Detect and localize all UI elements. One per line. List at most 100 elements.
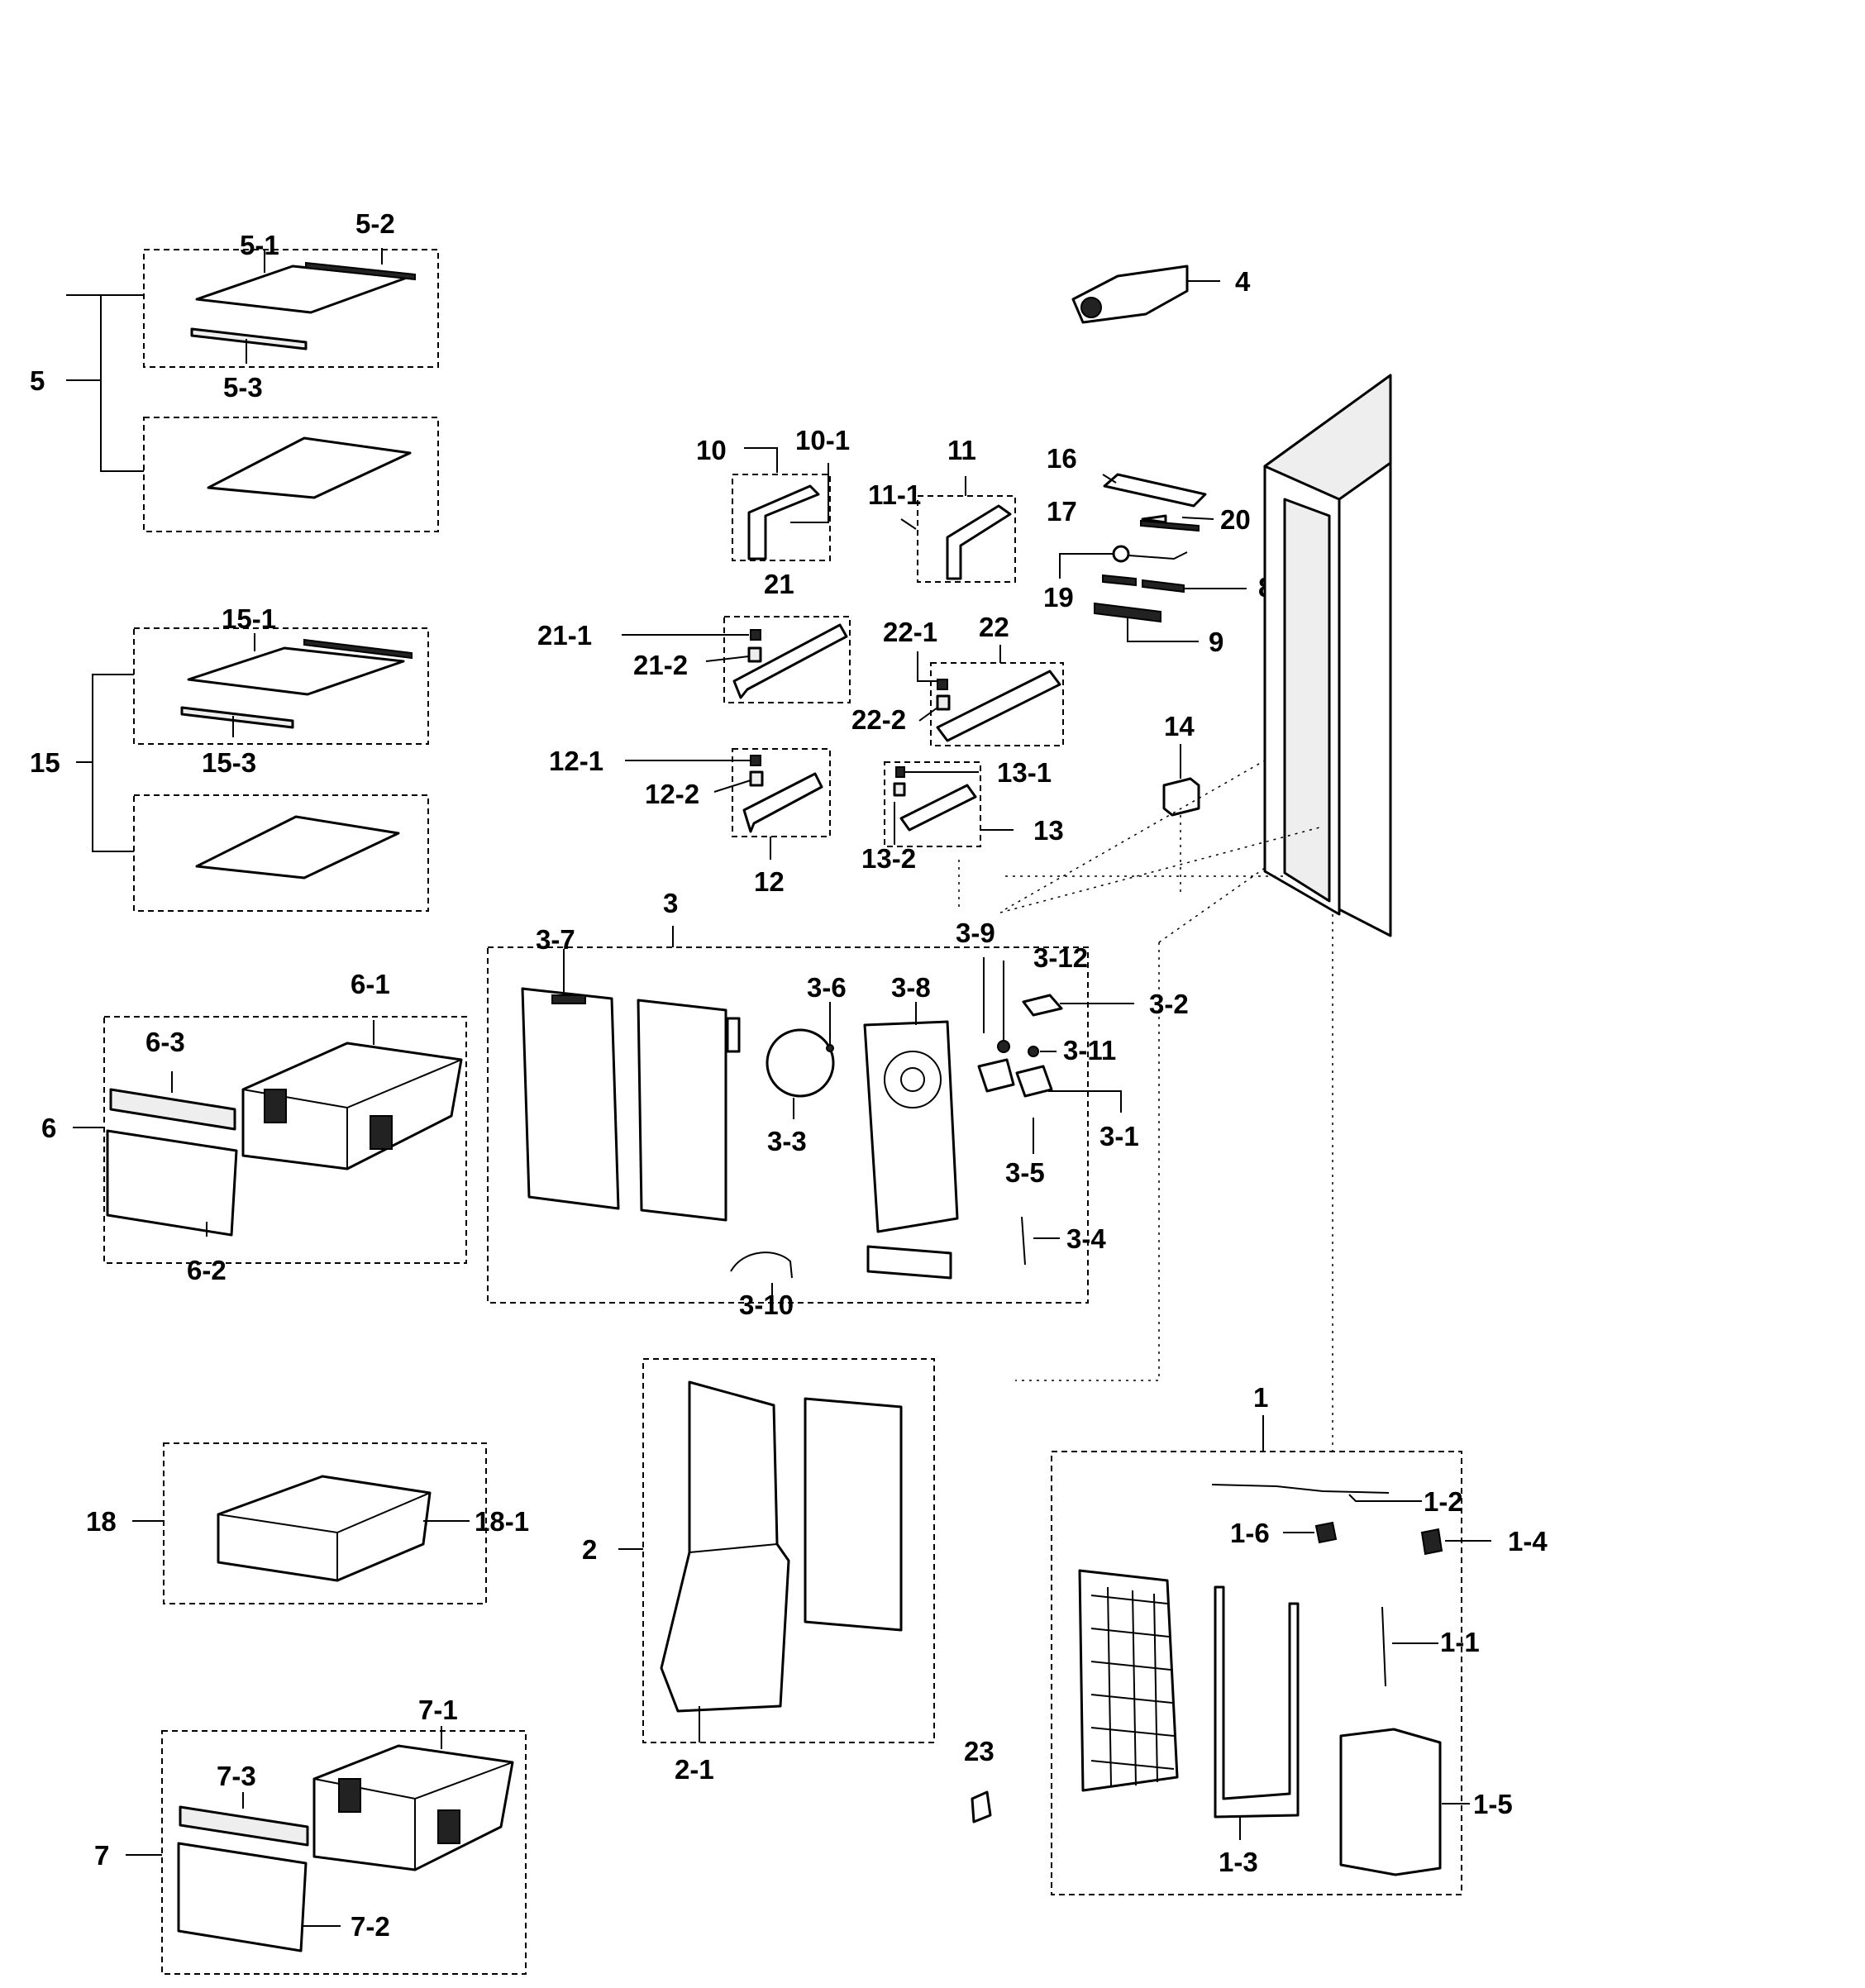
label-1-2: 1-2 [1424,1486,1463,1517]
label-18: 18 [86,1506,117,1537]
nut-3-11 [1028,1046,1039,1057]
label-5-1: 5-1 [240,230,279,260]
part-22-1 [937,679,948,690]
part-22-body [936,670,1061,742]
label-6-3: 6-3 [145,1027,185,1057]
part-21: 21 21-1 21-2 [537,569,851,703]
drawer-trim-7-3 [179,1805,309,1847]
box-13 [884,761,981,847]
label-3-8: 3-8 [891,972,931,1003]
box-5-upper [143,249,439,368]
liner-opening [1283,498,1331,903]
shelf-15-lower [195,815,400,880]
part-13-1 [895,766,905,778]
group-6-drawer: 6-1 6-3 6-2 6 [41,969,467,1285]
shelf-5-lower [207,436,412,499]
label-12-1: 12-1 [549,746,603,776]
label-15: 15 [30,747,60,778]
wire-1-2 [1211,1484,1390,1494]
part-14: 14 [1162,711,1200,893]
part-12-2 [749,770,764,787]
part-21-2 [747,646,762,663]
motor-3-1 [1015,1065,1053,1098]
drawer-bin-7-1 [312,1744,514,1871]
label-15-1: 15-1 [222,603,276,634]
part-13: 13-1 13 13-2 [861,757,1064,874]
fan-cover-strip [866,1245,952,1280]
label-16: 16 [1047,443,1077,474]
fan-cover-3-8 [863,1020,959,1233]
part-10: 10 10-1 [696,425,850,561]
label-17: 17 [1047,496,1077,527]
label-1-5: 1-5 [1473,1789,1513,1819]
drawer-vent-6-1a [264,1089,287,1123]
label-2-1: 2-1 [675,1754,714,1785]
label-1: 1 [1253,1382,1268,1413]
label-7: 7 [94,1840,109,1871]
part-12: 12-1 12-2 12 [549,746,831,897]
label-3-12: 3-12 [1033,942,1088,973]
bracket-5 [100,294,144,472]
group-15-shelves: 15 15-1 15-3 [30,603,429,912]
drawer-front-7-2 [177,1842,308,1952]
bracket-3-9 [977,1058,1015,1093]
label-6: 6 [41,1113,56,1143]
box-10 [732,474,831,561]
label-3-2: 3-2 [1149,989,1189,1019]
lead-22-2 [918,707,938,722]
part-17 [1140,519,1200,532]
group-18-tray: 18 18-1 [86,1442,529,1604]
label-1-4: 1-4 [1508,1526,1548,1557]
part-8a [1102,574,1137,587]
box-22 [930,662,1064,746]
parts-16-20: 16 17 20 19 8 9 [1043,443,1273,657]
drawer-vent-6-1b [370,1115,393,1150]
part-19 [1112,545,1130,563]
part-22: 22 22-1 22-2 [851,612,1064,746]
part-12-body [742,772,823,833]
shelf-trim-15-3 [180,706,294,729]
part-20 [1141,514,1167,524]
part-22-2 [936,694,951,711]
box-15-lower [133,794,429,912]
grommet-3-12 [997,1040,1010,1053]
drawer-trim-6-3 [109,1088,236,1131]
drawer-vent-7-1a [338,1778,361,1813]
label-3-11: 3-11 [1063,1035,1116,1066]
box-18 [163,1442,487,1604]
cabinet-liner [1263,374,1392,937]
group-2-duct: 2 2-1 [582,1358,935,1785]
label-13-2: 13-2 [861,843,916,874]
shelf-trim-15-2 [303,638,413,660]
label-21: 21 [764,569,794,599]
lead-3-1 [1048,1090,1122,1113]
leader-dashes [958,760,1333,1452]
panel-3-rear [637,999,727,1222]
label-14: 14 [1164,711,1195,741]
label-12-2: 12-2 [645,779,699,809]
part-12-1 [750,755,761,766]
group-7-drawer: 7-1 7-3 7-2 7 [94,1695,527,1975]
box-6 [103,1016,467,1264]
shelf-glass-15-1 [187,646,405,696]
lead-20 [1181,517,1214,520]
label-3-5: 3-5 [1005,1157,1045,1188]
lead-10-1 [790,463,829,523]
label-18-1: 18-1 [475,1506,529,1537]
label-21-1: 21-1 [537,620,592,651]
sensor-1-1 [1381,1606,1386,1687]
label-21-2: 21-2 [633,650,688,680]
part-16 [1103,473,1207,508]
duct-2-1 [660,1380,790,1713]
group-1-evaporator: 1 1-2 1-6 1-4 1-1 1-3 1-5 [1051,1382,1548,1895]
lead-19 [1059,553,1113,579]
evaporator-coil [1078,1569,1179,1792]
label-3-6: 3-6 [807,972,847,1003]
group-3-fan-assembly: 3 3-7 3-3 3-6 3-8 3-10 3-9 3-12 3-2 [487,888,1189,1320]
label-11: 11 [947,435,976,465]
clip-1-6 [1314,1521,1338,1544]
box-11 [917,495,1016,583]
box-12 [732,748,831,837]
label-20: 20 [1220,504,1251,535]
